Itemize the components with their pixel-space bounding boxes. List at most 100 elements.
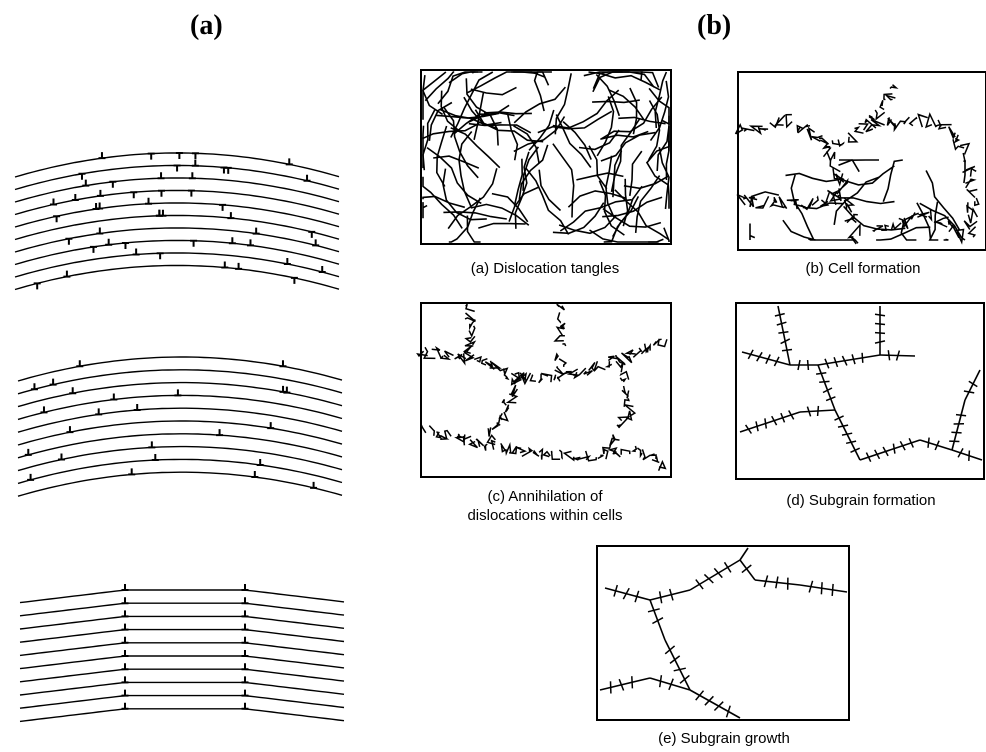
- boundary-dislocation: [775, 576, 779, 589]
- dislocation-symbol: [241, 663, 249, 671]
- wall-tangle: [588, 361, 596, 371]
- wall-tangle: [464, 335, 476, 343]
- caption-subgrain-growth: (e) Subgrain growth: [658, 730, 790, 747]
- wall-tangle: [952, 139, 965, 151]
- dislocation-line: [555, 114, 592, 168]
- wall-tangle: [937, 123, 952, 130]
- lattice-plane: [17, 407, 343, 433]
- wall-tangle: [785, 113, 793, 129]
- boundary-dislocation: [845, 440, 857, 445]
- boundary-dislocation: [781, 348, 793, 352]
- dislocation-line: [440, 90, 461, 133]
- wall-tangle: [597, 454, 604, 460]
- wall-tangle: [604, 361, 613, 368]
- dislocation-line: [622, 178, 629, 227]
- lattice-plane: [17, 394, 343, 421]
- wall-tangle: [967, 226, 977, 238]
- wall-tangle: [868, 114, 876, 121]
- wall-tangle: [538, 373, 543, 384]
- dislocation-symbol: [133, 403, 141, 411]
- dislocation-symbol: [227, 212, 235, 220]
- wall-tangle: [951, 224, 960, 239]
- dislocation-line: [833, 176, 880, 226]
- dislocation-line: [537, 110, 613, 134]
- dislocation-line: [963, 160, 966, 184]
- dislocation-line: [448, 197, 482, 243]
- boundary-dislocation: [963, 390, 975, 394]
- dislocation-symbol: [224, 166, 232, 174]
- boundary-dislocation: [744, 424, 753, 434]
- wall-tangle: [917, 113, 928, 128]
- dislocation-line: [605, 155, 615, 219]
- dislocation-line: [426, 146, 482, 205]
- dislocation-symbol: [283, 386, 291, 394]
- wall-tangle: [843, 197, 856, 207]
- lattice-plane: [14, 214, 340, 241]
- dislocation-symbol: [159, 209, 167, 217]
- wall-tangle: [468, 325, 476, 338]
- wall-tangle: [562, 450, 575, 462]
- dislocation-symbol: [187, 189, 195, 197]
- boundary-line: [817, 354, 881, 366]
- dislocation-symbol: [285, 158, 293, 166]
- dislocation-symbol: [235, 262, 243, 270]
- dislocation-symbol: [96, 189, 104, 197]
- dislocation-symbol: [267, 422, 275, 430]
- dislocation-symbol: [65, 237, 73, 245]
- dislocation-line: [422, 75, 444, 116]
- lattice-plane: [17, 445, 343, 472]
- wall-tangle: [624, 404, 637, 416]
- wall-tangle: [883, 93, 893, 101]
- dislocation-line: [470, 86, 517, 96]
- dislocation-symbol: [121, 636, 129, 644]
- dislocation-line: [422, 108, 436, 171]
- dislocation-symbol: [76, 360, 84, 368]
- panel-subgrain-growth: [596, 545, 850, 721]
- boundary-dislocation: [634, 590, 640, 603]
- dislocation-line: [588, 145, 608, 190]
- boundary-dislocation: [968, 380, 978, 388]
- boundary-line: [604, 587, 651, 601]
- panel-dislocation-tangles: [420, 69, 672, 245]
- dislocation-symbol: [228, 237, 236, 245]
- dislocation-symbol: [95, 408, 103, 416]
- dislocation-line: [589, 229, 659, 243]
- wall-tangle: [620, 352, 633, 364]
- wall-tangle: [846, 216, 857, 224]
- wall-tangle: [558, 358, 568, 367]
- wall-tangle: [497, 414, 503, 426]
- lattice-plane: [17, 356, 343, 382]
- dislocation-symbol: [303, 174, 311, 182]
- dislocation-line: [618, 116, 666, 125]
- boundary-dislocation: [668, 588, 674, 601]
- dislocation-line: [422, 71, 447, 120]
- dislocation-symbol: [109, 180, 117, 188]
- boundary-dislocation: [819, 380, 830, 384]
- boundary-dislocation: [668, 678, 674, 691]
- wall-tangle: [538, 447, 544, 460]
- dislocation-line: [749, 191, 780, 208]
- dislocation-line: [528, 109, 555, 151]
- wall-tangle: [928, 209, 933, 222]
- dislocation-symbol: [40, 406, 48, 414]
- wall-tangle: [821, 143, 831, 150]
- dislocation-line: [919, 202, 966, 241]
- dislocation-line: [466, 215, 481, 243]
- wall-tangle: [778, 196, 788, 210]
- dislocation-symbol: [191, 152, 199, 160]
- dislocation-line: [559, 198, 632, 232]
- wall-tangle: [465, 303, 475, 313]
- wall-tangle: [623, 398, 630, 407]
- dislocation-line: [785, 172, 841, 183]
- dislocation-line: [533, 71, 552, 112]
- dislocation-symbol: [216, 429, 224, 437]
- boundary-dislocation: [778, 331, 789, 334]
- boundary-line: [689, 559, 741, 591]
- dislocation-symbol: [312, 239, 320, 247]
- dislocation-line: [595, 73, 621, 117]
- wall-tangle: [473, 355, 482, 363]
- boundary-dislocation: [723, 561, 732, 573]
- wall-tangle: [953, 134, 961, 144]
- dislocation-symbol: [89, 245, 97, 253]
